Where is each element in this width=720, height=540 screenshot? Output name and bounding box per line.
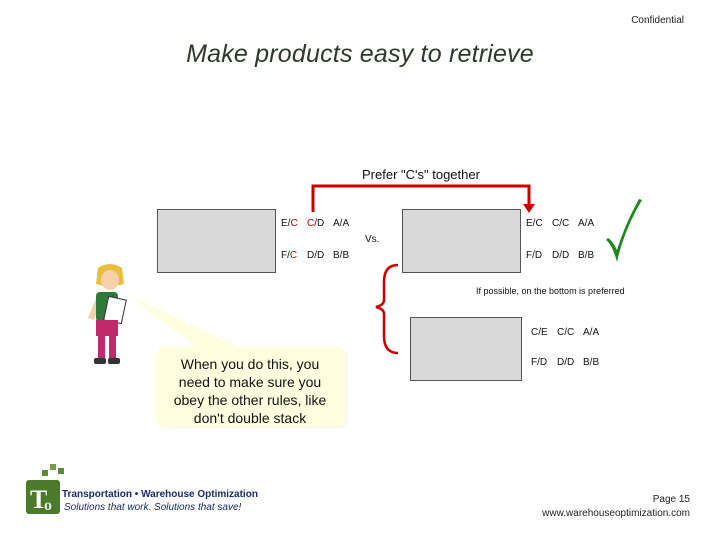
vs-label: Vs.: [365, 234, 380, 245]
left-rack-gray-block: [157, 209, 276, 273]
right-rack-slot: D/D: [552, 250, 570, 261]
left-rack-slot: E/C: [281, 218, 298, 229]
right-rack-slot: F/D: [526, 250, 543, 261]
lower-rack-slot: F/D: [531, 357, 548, 368]
page-number: Page 15: [652, 494, 690, 505]
check-icon: [606, 199, 642, 262]
lower-rack-slot: D/D: [557, 357, 575, 368]
right-rack-slot: E/C: [526, 218, 543, 229]
confidential-label: Confidential: [631, 15, 684, 26]
right-rack-slot: B/B: [578, 250, 595, 261]
callout-tail: [128, 295, 245, 350]
right-rack-slot: C/C: [552, 218, 570, 229]
left-rack-slot: B/B: [333, 250, 350, 261]
right-rack-slot: A/A: [578, 218, 595, 229]
svg-text:o: o: [44, 497, 52, 514]
left-rack-bottom-row: F/C D/D B/B: [281, 250, 359, 261]
connector-arrow: [311, 184, 531, 212]
svg-text:T: T: [30, 485, 47, 514]
page-title: Make products easy to retrieve: [186, 40, 534, 68]
right-rack-gray-block: [402, 209, 521, 273]
left-brace: [375, 263, 399, 355]
left-rack-top-row: E/C C/D A/A: [281, 218, 359, 229]
right-rack-bottom-row: F/D D/D B/B: [526, 250, 604, 261]
lower-rack-top-row: C/E C/C A/A: [531, 327, 609, 338]
website-link[interactable]: www.warehouseoptimization.com: [542, 508, 690, 519]
logo-tagline: Solutions that work. Solutions that save…: [64, 502, 242, 513]
lower-rack-slot: A/A: [583, 327, 600, 338]
logo-wordmark: Transportation • Warehouse Optimization: [62, 489, 258, 500]
left-rack-slot: D/D: [307, 250, 325, 261]
company-logo-icon: T o: [26, 464, 64, 514]
callout-bubble: [156, 347, 346, 427]
prefer-label: Prefer "C's" together: [362, 167, 480, 182]
lower-rack-bottom-row: F/D D/D B/B: [531, 357, 609, 368]
right-rack-top-row: E/C C/C A/A: [526, 218, 604, 229]
left-rack-slot: C/D: [307, 218, 325, 229]
lower-rack-slot: C/C: [557, 327, 575, 338]
lower-rack-slot: B/B: [583, 357, 600, 368]
callout-text: When you do this, you need to make sure …: [173, 356, 327, 426]
left-rack-slot: A/A: [333, 218, 350, 229]
left-rack-slot: F/C: [281, 250, 298, 261]
lower-rack-gray-block: [410, 317, 522, 381]
cartoon-person-icon: [88, 264, 127, 364]
lower-rack-slot: C/E: [531, 327, 548, 338]
connector-arrowhead: [523, 204, 535, 213]
bottom-preferred-note: If possible, on the bottom is preferred: [476, 286, 625, 296]
